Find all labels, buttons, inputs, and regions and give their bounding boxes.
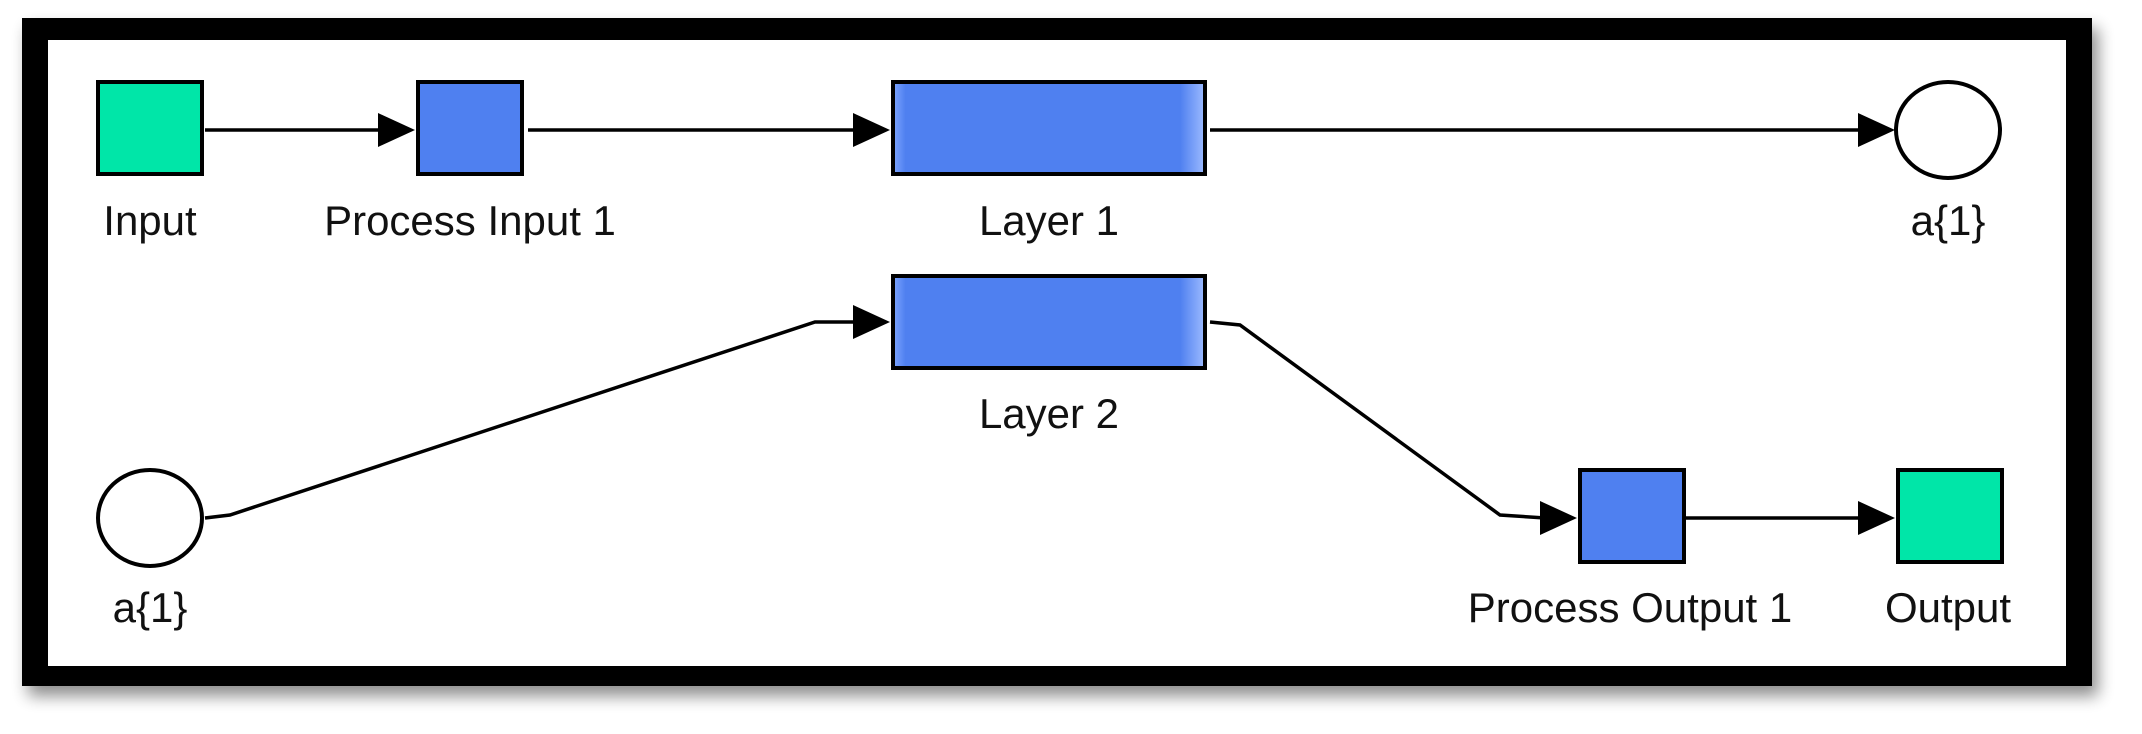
a1-bottom-circle — [96, 468, 204, 568]
layer2-block — [891, 274, 1207, 370]
node-a1-bottom: a{1} — [96, 468, 204, 631]
process-output-block — [1578, 468, 1686, 564]
process-input-label: Process Input 1 — [324, 197, 616, 244]
output-label: Output — [1885, 584, 2011, 631]
edge-a1-bottom-to-layer2 — [204, 320, 868, 520]
a1-top-label: a{1} — [1911, 197, 1986, 244]
node-layer1: Layer 1 — [891, 80, 1207, 244]
arrowhead-a1-top — [1858, 113, 1895, 147]
process-output-label: Process Output 1 — [1468, 584, 1793, 631]
input-block — [96, 80, 204, 176]
arrowhead-output — [1858, 501, 1895, 535]
output-block — [1896, 468, 2004, 564]
process-input-block — [416, 80, 524, 176]
arrowhead-layer1 — [853, 113, 890, 147]
connections — [204, 113, 1895, 535]
input-label: Input — [103, 197, 197, 244]
layer2-label: Layer 2 — [979, 390, 1119, 437]
node-process-input: Process Input 1 — [324, 80, 616, 244]
arrowhead-layer2 — [853, 305, 890, 339]
layer1-label: Layer 1 — [979, 197, 1119, 244]
node-layer2: Layer 2 — [891, 274, 1207, 437]
a1-top-circle — [1894, 80, 2002, 180]
node-input: Input — [96, 80, 204, 244]
arrowhead-process-output — [1540, 501, 1577, 535]
edge-layer2-to-process-output — [1209, 320, 1546, 520]
node-process-output: Process Output 1 — [1468, 468, 1793, 631]
node-output: Output — [1885, 468, 2011, 631]
arrowhead-process-input — [378, 113, 415, 147]
node-a1-top: a{1} — [1894, 80, 2002, 244]
layer1-block — [891, 80, 1207, 176]
a1-bottom-label: a{1} — [113, 584, 188, 631]
